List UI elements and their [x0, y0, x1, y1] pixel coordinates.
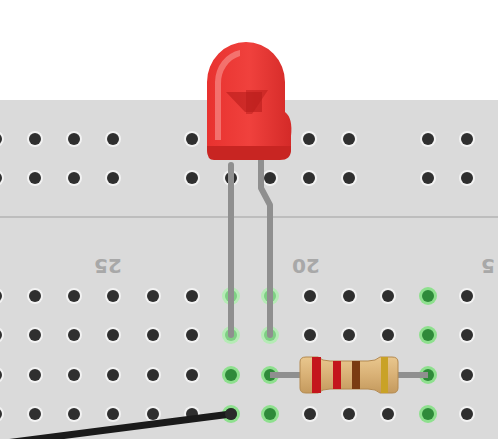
breadboard-hole — [0, 406, 4, 422]
column-number: 5 — [481, 256, 495, 276]
breadboard-hole — [459, 131, 475, 147]
breadboard-hole — [27, 288, 43, 304]
breadboard-hole — [380, 406, 396, 422]
breadboard-hole — [27, 170, 43, 186]
breadboard-hole — [420, 327, 436, 343]
jumper-wire — [0, 414, 231, 439]
breadboard-hole — [66, 406, 82, 422]
breadboard-hole — [105, 170, 121, 186]
led-symbol — [207, 42, 291, 160]
breadboard-hole — [105, 406, 121, 422]
breadboard-hole — [66, 288, 82, 304]
breadboard-hole — [27, 406, 43, 422]
breadboard-hole — [459, 406, 475, 422]
breadboard-hole — [145, 288, 161, 304]
breadboard-hole — [302, 406, 318, 422]
breadboard-hole — [145, 406, 161, 422]
led-leg — [228, 165, 234, 335]
breadboard-hole — [380, 327, 396, 343]
connected-hole — [419, 287, 437, 305]
breadboard-hole — [459, 367, 475, 383]
breadboard-hole — [380, 288, 396, 304]
hole-grid — [0, 131, 498, 422]
breadboard-hole — [341, 288, 357, 304]
breadboard-hole — [184, 131, 200, 147]
breadboard-hole — [341, 170, 357, 186]
connected-hole — [261, 405, 279, 423]
breadboard-hole — [66, 131, 82, 147]
resistor-symbol — [270, 357, 428, 393]
breadboard-hole — [105, 367, 121, 383]
connected-hole — [222, 366, 240, 384]
breadboard-hole — [145, 367, 161, 383]
breadboard-hole — [301, 170, 317, 186]
breadboard-hole — [341, 131, 357, 147]
column-number: 25 — [94, 256, 122, 276]
led-leg — [261, 160, 270, 335]
breadboard-hole — [302, 327, 318, 343]
connected-hole — [419, 405, 437, 423]
breadboard-hole — [184, 327, 200, 343]
breadboard-hole — [0, 131, 4, 147]
breadboard-hole — [420, 131, 436, 147]
breadboard-hole — [223, 367, 239, 383]
breadboard-hole — [184, 367, 200, 383]
breadboard-hole — [341, 327, 357, 343]
breadboard-hole — [420, 406, 436, 422]
breadboard-hole — [262, 170, 278, 186]
breadboard-hole — [184, 288, 200, 304]
breadboard-hole — [27, 131, 43, 147]
breadboard-hole — [0, 170, 4, 186]
breadboard-hole — [105, 327, 121, 343]
breadboard-hole — [459, 327, 475, 343]
breadboard-hole — [0, 367, 4, 383]
breadboard-body — [0, 100, 498, 439]
breadboard-hole — [66, 367, 82, 383]
breadboard-hole — [66, 170, 82, 186]
breadboard-hole — [459, 170, 475, 186]
breadboard-hole — [184, 170, 200, 186]
breadboard-hole — [27, 367, 43, 383]
wire-end — [225, 408, 237, 420]
column-number: 20 — [292, 256, 320, 276]
breadboard-hole — [420, 170, 436, 186]
breadboard-hole — [66, 327, 82, 343]
breadboard-hole — [0, 288, 4, 304]
breadboard-hole — [420, 288, 436, 304]
breadboard-hole — [223, 406, 239, 422]
connected-hole — [419, 326, 437, 344]
breadboard-hole — [262, 406, 278, 422]
breadboard-hole — [302, 288, 318, 304]
breadboard-hole — [27, 327, 43, 343]
rail-divider — [0, 216, 498, 218]
breadboard-hole — [0, 327, 4, 343]
connected-holes — [222, 287, 437, 423]
breadboard-hole — [105, 131, 121, 147]
breadboard-hole — [301, 131, 317, 147]
breadboard-hole — [105, 288, 121, 304]
breadboard-hole — [459, 288, 475, 304]
breadboard-hole — [145, 327, 161, 343]
breadboard-hole — [341, 406, 357, 422]
